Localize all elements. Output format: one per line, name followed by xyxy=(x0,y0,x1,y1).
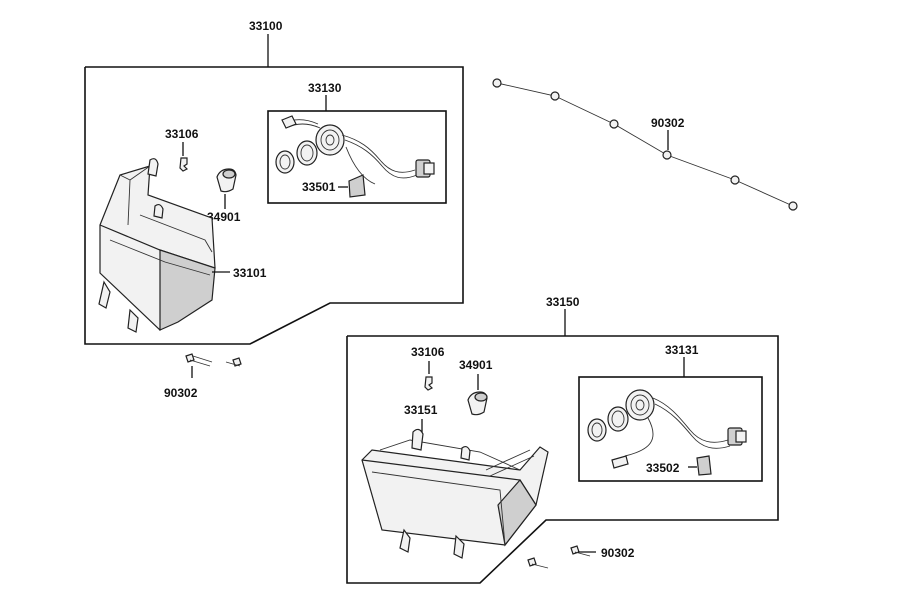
wire-harness-a xyxy=(281,115,435,185)
bulb-34901-a xyxy=(216,168,237,193)
screws-90302-top xyxy=(492,78,798,211)
label-33106-b: 33106 xyxy=(411,345,445,359)
assembly-33100-group: 33100 33130 33501 xyxy=(84,19,464,345)
label-33501: 33501 xyxy=(302,180,336,194)
screws-90302-bottom xyxy=(527,545,596,569)
headlamp-housing-a xyxy=(98,158,216,333)
label-90302-top: 90302 xyxy=(651,116,685,130)
label-33131: 33131 xyxy=(665,343,699,357)
label-33100: 33100 xyxy=(249,19,283,33)
bulb-socket-rings-b xyxy=(587,389,655,442)
assembly-33100-frame xyxy=(84,66,464,345)
wire-harness-b xyxy=(611,397,747,469)
assembly-33150-frame xyxy=(346,335,779,584)
label-33151: 33151 xyxy=(404,403,438,417)
assembly-33150-group: 33150 33131 33502 33106 xyxy=(346,295,779,584)
bulb-34901-b xyxy=(467,391,488,416)
label-90302-left: 90302 xyxy=(164,386,198,400)
headlamp-unit-33131-box xyxy=(578,376,763,482)
label-33502: 33502 xyxy=(646,461,680,475)
socket-33106-a xyxy=(179,157,189,172)
headlamp-housing-b xyxy=(361,428,549,559)
headlamp-unit-33130-box xyxy=(267,110,447,204)
small-bulb-33501 xyxy=(338,174,366,198)
label-34901-a: 34901 xyxy=(207,210,241,224)
label-33150: 33150 xyxy=(546,295,580,309)
label-33101: 33101 xyxy=(233,266,267,280)
screws-90302-left xyxy=(185,353,242,378)
label-33130: 33130 xyxy=(308,81,342,95)
label-34901-b: 34901 xyxy=(459,358,493,372)
label-90302-bottom: 90302 xyxy=(601,546,635,560)
small-bulb-33502 xyxy=(688,455,712,476)
socket-33106-b xyxy=(424,376,434,391)
label-33106-a: 33106 xyxy=(165,127,199,141)
bulb-socket-rings-a xyxy=(275,124,345,174)
